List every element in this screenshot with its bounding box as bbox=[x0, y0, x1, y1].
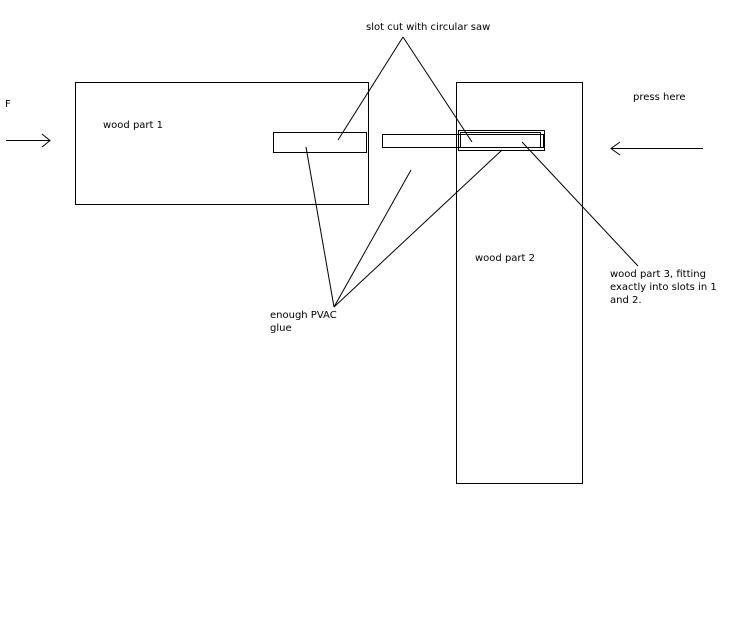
force-arrowhead-left bbox=[41, 133, 51, 148]
wood-part-3-tenon bbox=[382, 134, 544, 148]
slot-leader-2 bbox=[402, 36, 473, 143]
wood-part-3-label: wood part 3, fitting exactly into slots … bbox=[610, 269, 717, 306]
glue-leader-3 bbox=[333, 149, 503, 308]
wood-part-2-label: wood part 2 bbox=[475, 253, 535, 264]
wood-part-1-label: wood part 1 bbox=[103, 120, 163, 131]
slot-label: slot cut with circular saw bbox=[366, 22, 491, 33]
wood-part-1-block bbox=[75, 82, 369, 205]
slot-leader-1 bbox=[337, 36, 404, 141]
wood-part-2-block bbox=[456, 82, 583, 484]
slot-part-1 bbox=[273, 132, 367, 153]
slot-part-2-inner bbox=[460, 132, 541, 148]
press-arrowhead-right bbox=[610, 141, 621, 156]
glue-leader-1 bbox=[305, 146, 335, 308]
glue-leader-2 bbox=[333, 169, 412, 308]
press-here-label: press here bbox=[633, 92, 686, 103]
part3-leader bbox=[521, 141, 639, 267]
force-label: F bbox=[5, 99, 11, 110]
glue-label: enough PVAC glue bbox=[270, 310, 337, 334]
